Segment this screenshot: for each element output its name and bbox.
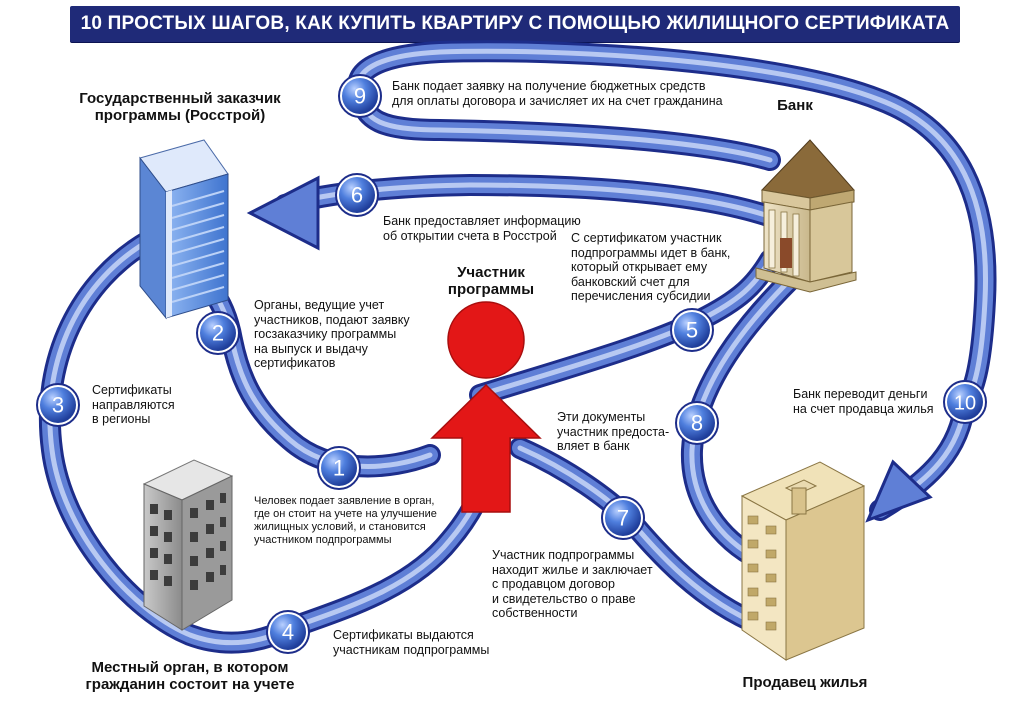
step-number-5: 5 [686,318,698,343]
step-badge-3: 3 [36,383,80,427]
step-8-text: Эти документы участник предоста- вляет в… [557,410,670,453]
step-6-text: Банк предоставляет информацию об открыти… [383,214,581,243]
step-7-text: Участник подпрограммы находит жилье и за… [492,548,653,620]
step-1-text: Человек подает заявление в орган, где он… [254,495,437,546]
step-badge-9: 9 [338,74,382,118]
step-badge-10: 10 [943,380,987,424]
step-4-text: Сертификаты выдаются участникам подпрогр… [333,628,490,657]
step-number-7: 7 [617,506,629,531]
office-tower-icon [139,139,229,320]
bank-building-icon [755,139,857,293]
step-number-9: 9 [354,84,366,109]
step-badges: 1 2 3 4 5 6 7 8 9 10 [36,74,987,654]
step-number-8: 8 [691,411,703,436]
arrowhead-to-seller [865,459,933,523]
residential-building-icon [740,461,866,661]
actor-state-customer: Государственный заказчик программы (Росс… [79,90,281,124]
step-9-text: Банк подает заявку на получение бюджетны… [392,79,723,108]
step-number-1: 1 [333,456,345,481]
title-banner: 10 ПРОСТЫХ ШАГОВ, КАК КУПИТЬ КВАРТИРУ С … [70,6,960,42]
step-number-6: 6 [351,183,363,208]
path-step-3-4 [38,229,296,654]
step-badge-4: 4 [266,610,310,654]
flow-arrowheads [246,175,933,523]
step-number-10: 10 [954,393,976,415]
actor-seller: Продавец жилья [742,674,868,691]
step-number-2: 2 [212,321,224,346]
step-badge-6: 6 [335,173,379,217]
office-building-icon [142,459,234,631]
actor-bank: Банк [777,97,813,114]
person-icon [430,301,542,513]
step-badge-7: 7 [601,496,645,540]
actor-participant: Участник программы [447,264,535,298]
step-10-text: Банк переводит деньги на счет продавца ж… [793,387,934,416]
step-2-text: Органы, ведущие учет участников, подают … [254,298,410,370]
step-5-text: С сертификатом участник подпрограммы иде… [571,231,731,303]
step-badge-2: 2 [196,311,240,355]
step-badge-1: 1 [317,446,361,490]
step-number-3: 3 [52,393,64,418]
diagram-title: 10 ПРОСТЫХ ШАГОВ, КАК КУПИТЬ КВАРТИРУ С … [80,13,950,34]
step-badge-5: 5 [670,308,714,352]
arrowhead-to-state-customer [246,175,320,251]
step-badge-8: 8 [675,401,719,445]
actor-local-authority: Местный орган, в котором гражданин состо… [85,659,295,693]
step-number-4: 4 [282,620,294,645]
step-3-text: Сертификаты направляются в регионы [92,383,175,426]
